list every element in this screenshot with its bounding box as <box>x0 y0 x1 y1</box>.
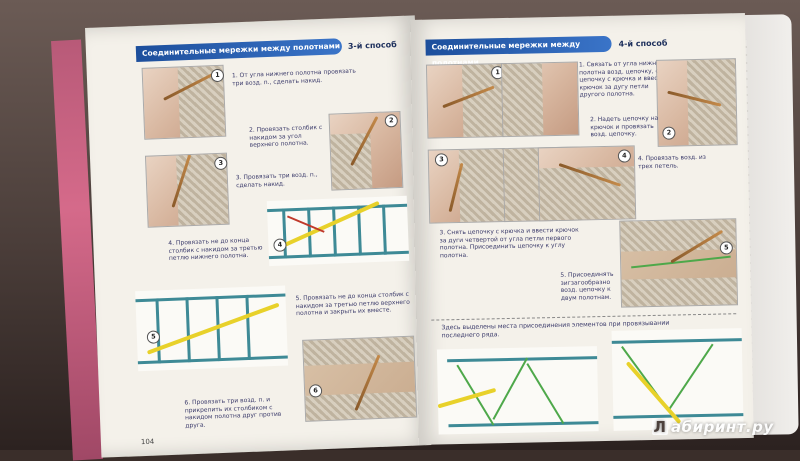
step-photo-1b <box>500 61 580 138</box>
stitch <box>245 294 251 360</box>
page-number: 104 <box>140 437 155 447</box>
step-caption-4: 4. Провязать не до конца столбик с накид… <box>168 236 263 262</box>
step-diagram-5 <box>135 285 289 372</box>
left-page: Соединительные мережки между полотнами 3… <box>85 15 432 458</box>
step-diagram-4 <box>266 195 410 267</box>
working-thread <box>286 215 325 233</box>
yarn-fabric <box>621 277 738 307</box>
step-caption-2: 2. Провязать столбик с накидом за угол в… <box>248 123 323 149</box>
right-method-title: 4-й способ <box>618 38 668 49</box>
hook-diagram <box>146 302 280 355</box>
step-caption-4: 4. Провязать возд. из трех петель. <box>637 153 707 170</box>
stitch <box>332 206 337 257</box>
step-caption-2: 2. Надеть цепочку на крючок и провязать … <box>590 114 659 139</box>
stitch <box>185 297 191 363</box>
step-caption-3: 3. Провязать три возд. п., сделать накид… <box>235 171 318 189</box>
step-photo-5 <box>619 218 739 308</box>
right-banner: Соединительные мережки между полотнами <box>425 35 612 68</box>
yarn-fabric <box>458 149 506 222</box>
right-page: Соединительные мережки между полотнами 4… <box>410 12 754 445</box>
section-divider <box>431 313 737 321</box>
hook-diagram <box>437 387 497 409</box>
left-banner: Соединительные мережки между полотнами <box>135 38 343 63</box>
step-caption-5: 5. Присоединять зигзагообразно возд. цеп… <box>560 270 614 302</box>
step-caption-3: 3. Снять цепочку с крючка и ввести крючо… <box>439 226 579 259</box>
step-caption-6: 6. Провязать три возд. п. и прикрепить и… <box>184 396 282 429</box>
fabric-edge <box>448 421 599 428</box>
stitch <box>382 204 387 255</box>
step-photo-6 <box>302 335 418 422</box>
yarn-fabric <box>620 219 736 252</box>
zigzag-chain <box>526 363 565 425</box>
yarn-fabric <box>303 336 415 366</box>
left-method-title: 3-й способ <box>347 40 397 51</box>
fabric-edge <box>611 338 742 344</box>
zigzag-diagram-1 <box>436 346 599 435</box>
labirint-logo-icon: Л <box>652 418 668 436</box>
step-caption-5: 5. Провязать не до конца столбик с накид… <box>295 290 410 318</box>
yarn-fabric <box>503 148 541 222</box>
step-caption-1: 1. От угла нижнего полотна провязать три… <box>231 67 356 87</box>
fabric-edge <box>447 356 598 363</box>
zigzag-diagram-2 <box>611 328 744 431</box>
fabric-edge <box>267 203 408 213</box>
zigzag-chain <box>667 343 714 412</box>
fabric-edge <box>268 250 409 260</box>
watermark-text: абиринт.ру <box>671 418 774 436</box>
yarn-fabric <box>501 63 544 137</box>
zigzag-chain <box>492 357 528 420</box>
